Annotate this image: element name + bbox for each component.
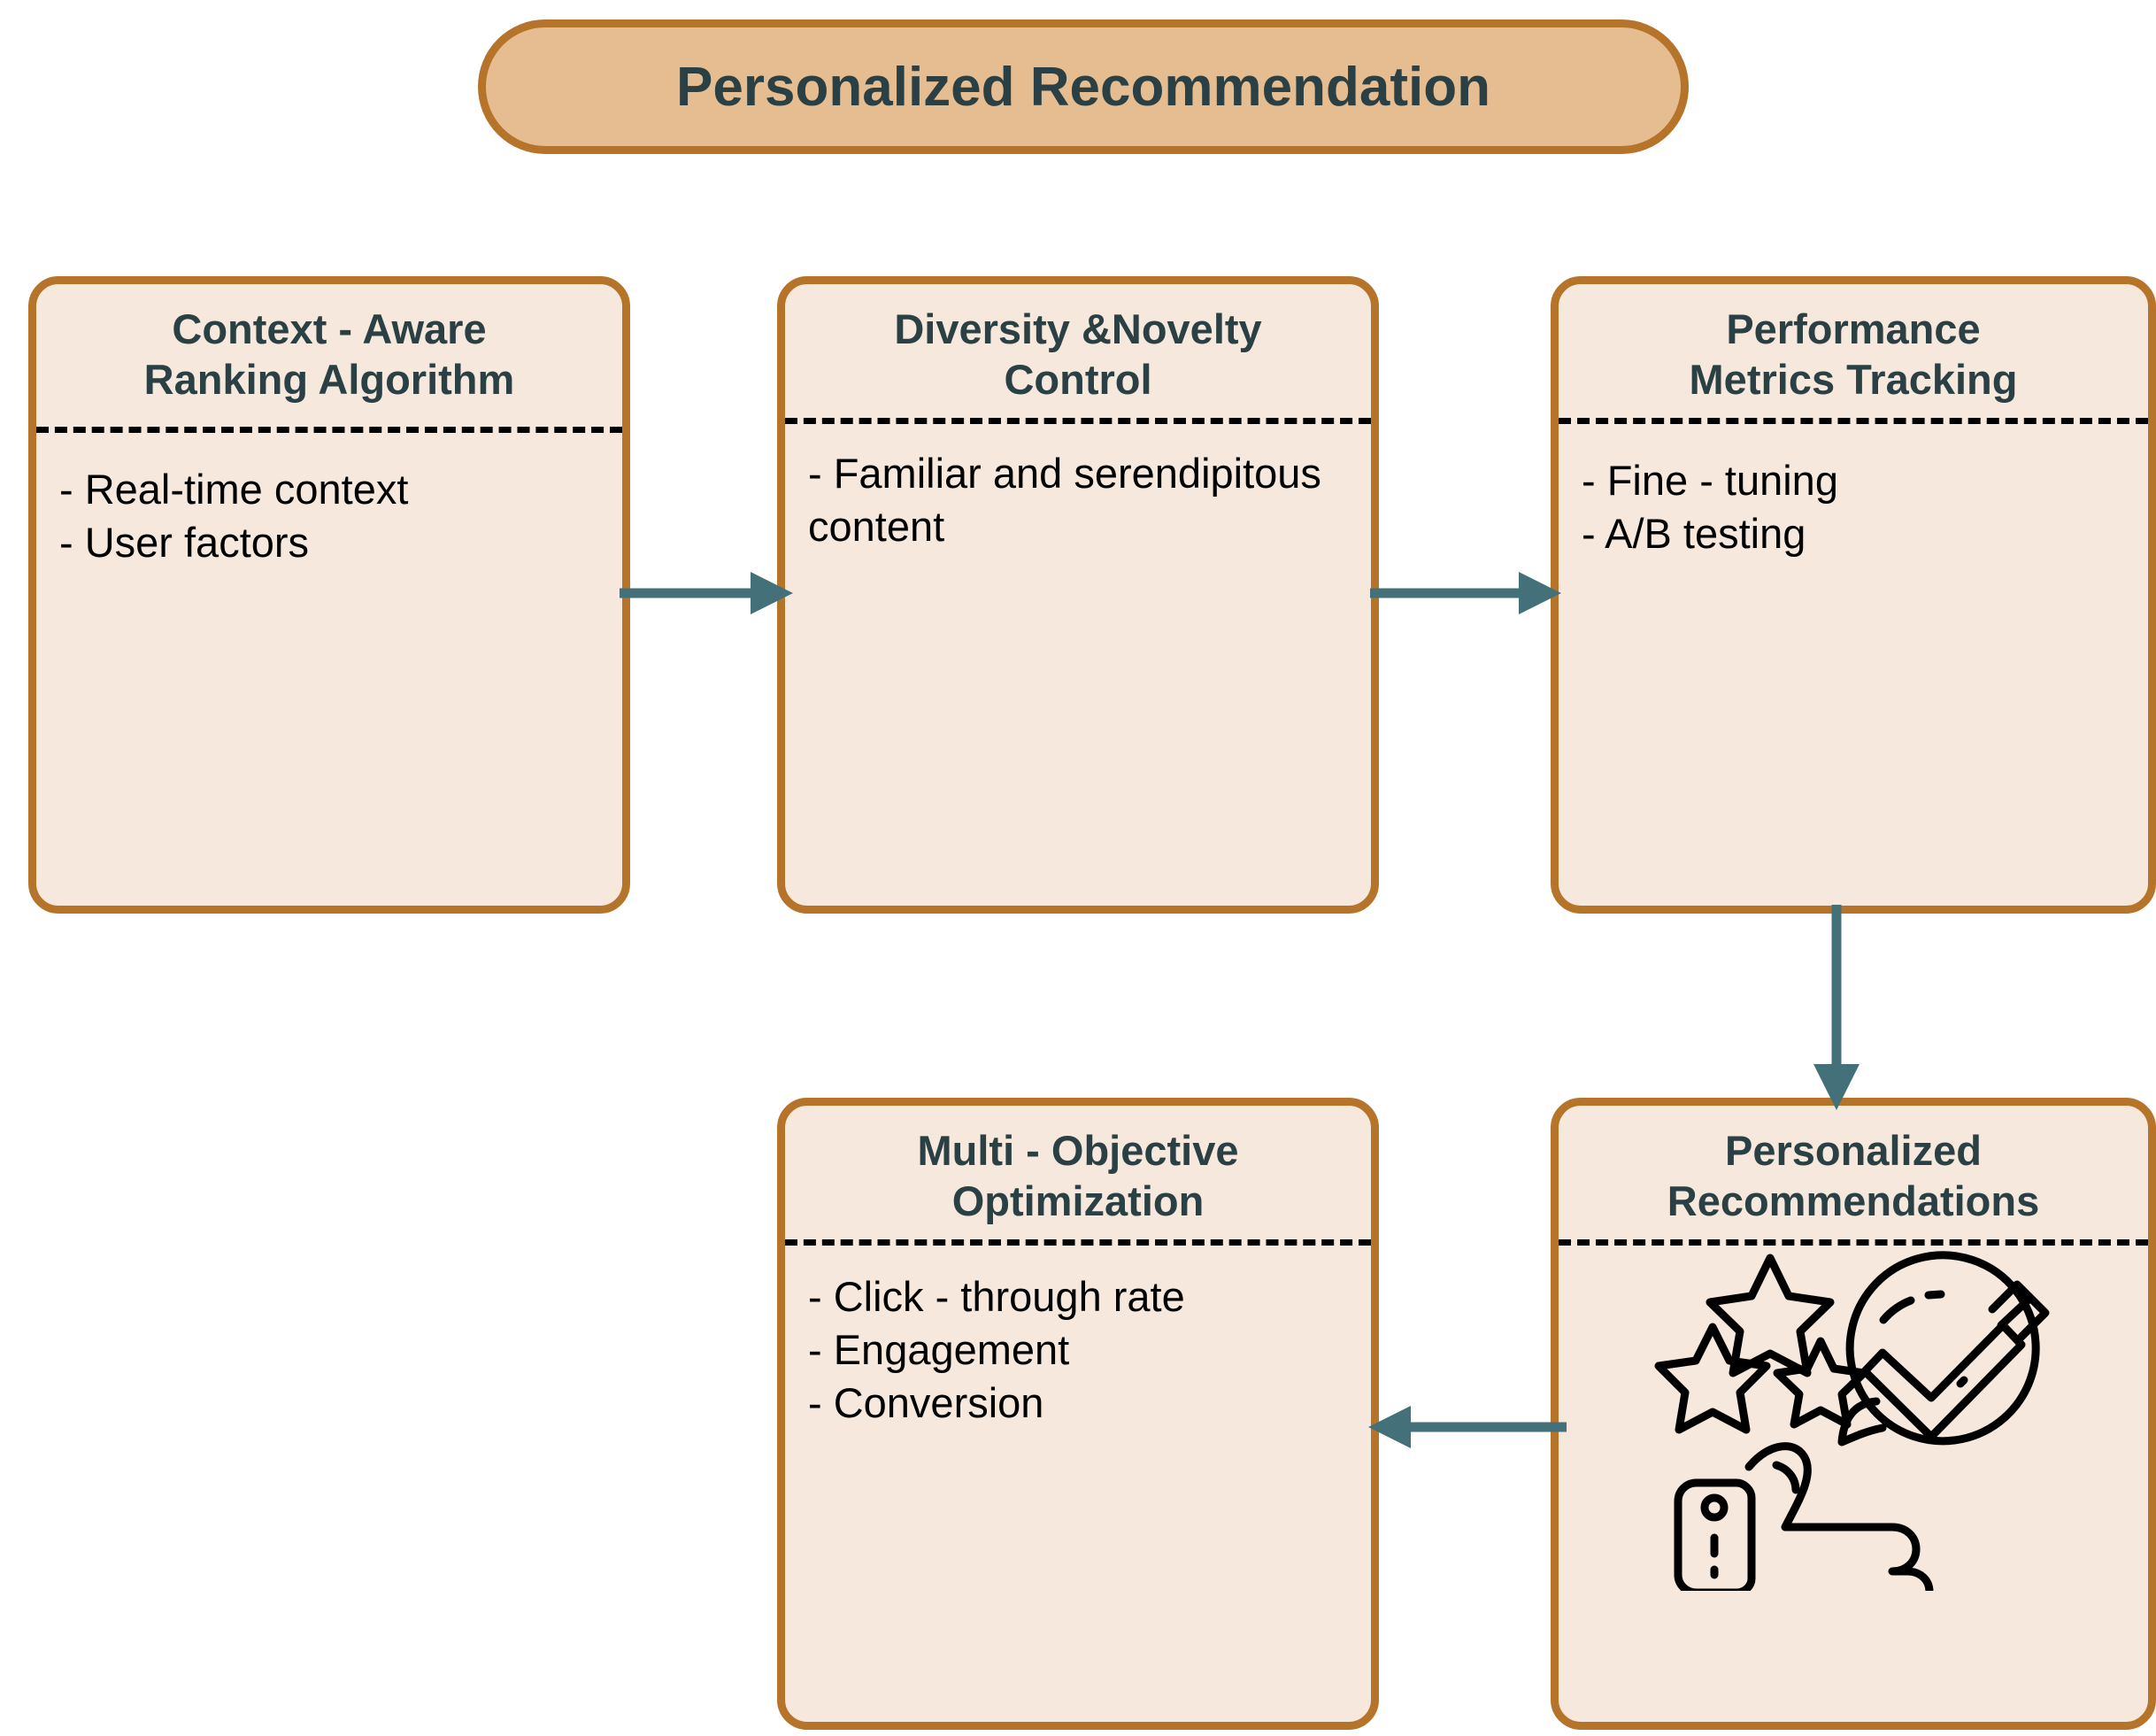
list-item: - Engagement	[808, 1325, 1070, 1373]
bubble-dot-icon	[1924, 1290, 1945, 1300]
card-multi-heading-line-1: Multi - Objective	[917, 1127, 1239, 1174]
bubble-highlight-icon	[1879, 1296, 1915, 1324]
card-diversity-body: - Familiar and serendipitous content	[785, 424, 1371, 553]
card-context-heading: Context - Aware Ranking Algorithm	[36, 284, 622, 405]
list-item: - Real-time context	[59, 465, 409, 513]
card-context-body: - Real-time context - User factors	[36, 433, 622, 569]
card-context-heading-line-2: Ranking Algorithm	[143, 356, 515, 404]
list-item: - A/B testing	[1582, 509, 1806, 557]
arrow-personalized-to-multi	[1368, 1406, 1567, 1448]
speech-bubble-tail-icon	[1837, 1397, 1887, 1447]
card-metrics-body: - Fine - tuning - A/B testing	[1559, 424, 2148, 560]
check-mark-icon	[1860, 1321, 2026, 1441]
card-diversity-heading-line-2: Control	[1004, 356, 1152, 404]
card-context-divider	[36, 426, 622, 433]
card-multi-divider	[785, 1238, 1371, 1246]
card-personal-heading: Personalized Recommendations	[1559, 1106, 2148, 1227]
card-personal-heading-line-1: Personalized	[1725, 1127, 1982, 1174]
card-metrics-divider	[1559, 417, 2148, 424]
page-title: Personalized Recommendation	[676, 56, 1490, 118]
card-personal-heading-line-2: Recommendations	[1667, 1177, 2040, 1225]
star-icon	[1654, 1323, 1771, 1434]
check-inner-line-icon	[1997, 1296, 2032, 1330]
star-icon	[1706, 1254, 1835, 1377]
check-dot-icon	[1956, 1376, 1968, 1388]
thumb-hand-outline-icon	[1674, 1478, 1756, 1591]
thumb-up-icon	[1744, 1441, 1934, 1591]
thumbs-up-stars-check-icon	[1654, 1250, 2050, 1591]
arrow-context-to-diversity	[620, 572, 793, 614]
card-diversity-divider	[785, 417, 1371, 424]
card-diversity-novelty-control[interactable]: Diversity &Novelty Control - Familiar an…	[777, 276, 1379, 914]
speech-bubble-icon	[1845, 1250, 2040, 1445]
card-personal-body	[1559, 1246, 2148, 1591]
list-item: - Click - through rate	[808, 1272, 1185, 1320]
card-metrics-heading-line-1: Performance	[1726, 305, 1981, 352]
card-context-aware-ranking-algorithm[interactable]: Context - Aware Ranking Algorithm - Real…	[28, 276, 630, 914]
list-item: - Familiar and serendipitous content	[808, 449, 1321, 550]
hand-dot-icon	[1700, 1493, 1729, 1522]
card-diversity-heading: Diversity &Novelty Control	[785, 284, 1371, 405]
arrow-metrics-to-personalized	[1813, 905, 1860, 1110]
list-item: - Conversion	[808, 1378, 1044, 1426]
arrow-diversity-to-metrics	[1370, 572, 1561, 614]
card-performance-metrics-tracking[interactable]: Performance Metrics Tracking - Fine - tu…	[1551, 276, 2156, 914]
card-multi-heading: Multi - Objective Optimization	[785, 1106, 1371, 1227]
card-personalized-recommendations[interactable]: Personalized Recommendations	[1551, 1098, 2156, 1730]
card-metrics-heading-line-2: Metrics Tracking	[1689, 356, 2018, 404]
card-context-heading-line-1: Context - Aware	[172, 305, 487, 352]
card-diversity-heading-line-1: Diversity &Novelty	[894, 305, 1262, 352]
list-item: - User factors	[59, 518, 310, 566]
list-item: - Fine - tuning	[1582, 456, 1838, 504]
card-multi-objective-optimization[interactable]: Multi - Objective Optimization - Click -…	[777, 1098, 1379, 1730]
diagram-title-banner: Personalized Recommendation	[478, 19, 1689, 154]
card-multi-heading-line-2: Optimization	[951, 1177, 1205, 1225]
card-personal-divider	[1559, 1238, 2148, 1246]
card-multi-body: - Click - through rate - Engagement - Co…	[785, 1246, 1371, 1430]
thumb-nail-icon	[1772, 1461, 1800, 1494]
card-metrics-heading: Performance Metrics Tracking	[1559, 284, 2148, 405]
